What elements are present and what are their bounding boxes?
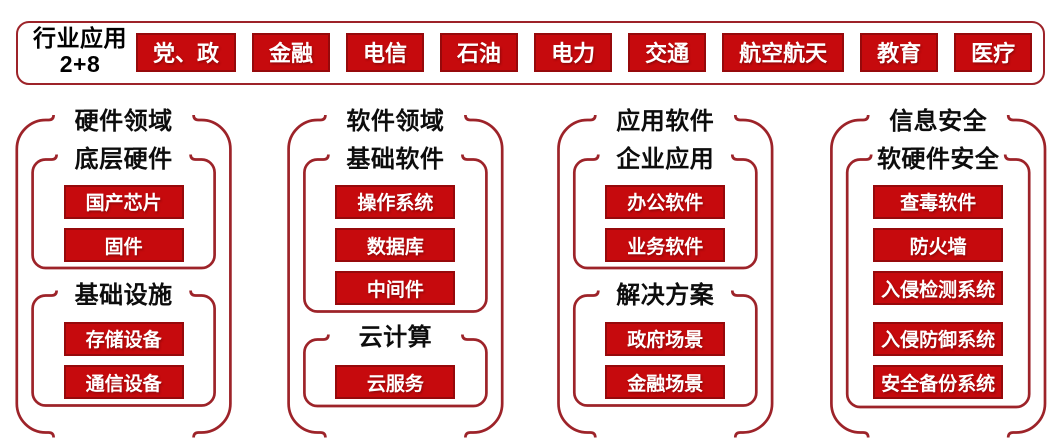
outer-bracket-col4-right [1006,114,1047,438]
item-node: 固件 [63,228,184,262]
outer-bracket-col2-left [287,114,327,438]
outer-bracket-col1-left [15,114,55,438]
banner-title-line1: 行业应用 [33,25,127,51]
group-bracket-col4-1 [845,154,1031,409]
group-title: 解决方案 [616,281,715,309]
item-node: 防火墙 [873,228,1004,262]
group-title: 云计算 [358,323,433,351]
group-bracket-col1-1 [31,154,216,270]
item-node: 数据库 [335,228,456,262]
group-title: 软硬件安全 [876,145,1000,173]
group-bracket-col3-1 [572,154,758,270]
outer-bracket-col3-left [557,114,597,438]
item-node: 业务软件 [605,228,726,262]
industry-chip: 石油 [440,32,519,72]
industry-chip: 党、政 [136,32,237,72]
banner-title: 行业应用 2+8 [22,25,138,77]
industry-chip: 航空航天 [722,32,845,72]
item-node: 入侵检测系统 [873,271,1004,305]
group-bracket-col2-2 [303,334,488,408]
item-node: 存储设备 [63,321,184,356]
item-node: 办公软件 [605,184,726,219]
column-title: 应用软件 [616,107,715,135]
outer-bracket-col3-right [733,114,774,438]
item-node: 入侵防御系统 [873,321,1004,356]
industry-chip: 交通 [628,32,707,72]
item-node: 金融场景 [605,365,726,399]
group-title: 企业应用 [616,145,715,173]
industry-banner: 行业应用 2+8 党、政金融电信石油电力交通航空航天教育医疗 [16,21,1045,85]
item-node: 操作系统 [335,184,456,219]
column-title: 信息安全 [889,107,988,135]
industry-chip-row: 党、政金融电信石油电力交通航空航天教育医疗 [136,32,1033,72]
column-title: 软件领域 [346,107,445,135]
column-title: 硬件领域 [74,107,173,135]
industry-chip: 医疗 [954,32,1033,72]
group-title: 基础软件 [346,145,445,173]
industry-chip: 教育 [860,32,939,72]
item-node: 通信设备 [63,365,184,399]
group-bracket-col3-2 [572,290,758,407]
group-bracket-col1-2 [31,290,216,407]
industry-chip: 电信 [346,32,425,72]
outer-bracket-col2-right [464,114,504,438]
group-bracket-col2-1 [303,154,488,313]
item-node: 政府场景 [605,321,726,356]
outer-bracket-col4-left [830,114,870,438]
item-node: 中间件 [335,271,456,305]
banner-title-line2: 2+8 [59,50,101,77]
item-node: 安全备份系统 [873,365,1004,399]
industry-chip: 电力 [534,32,613,72]
group-title: 底层硬件 [74,145,173,173]
item-node: 国产芯片 [63,184,184,219]
outer-bracket-col1-right [192,114,232,438]
item-node: 云服务 [335,365,456,399]
item-node: 查毒软件 [873,184,1004,219]
group-title: 基础设施 [74,281,173,309]
industry-chip: 金融 [252,32,331,72]
